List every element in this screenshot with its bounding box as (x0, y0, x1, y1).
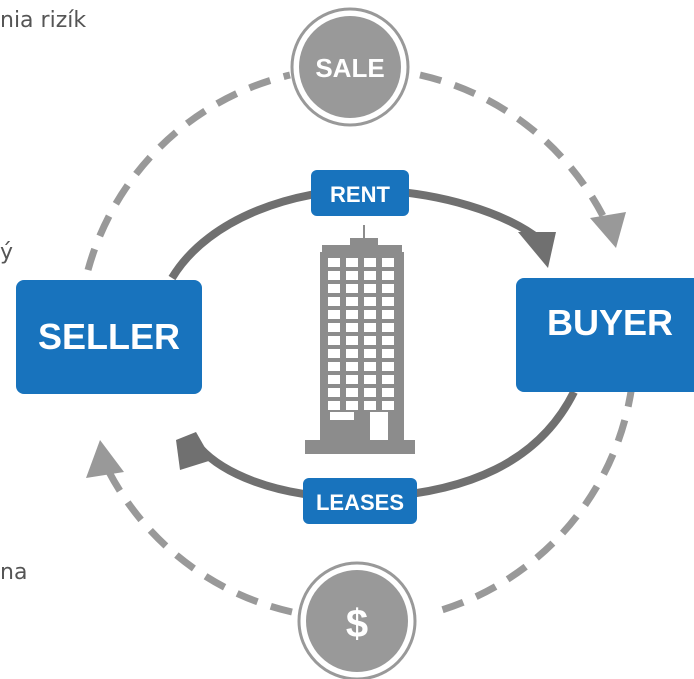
building-window (382, 362, 394, 371)
building-window (328, 271, 340, 280)
building-window (382, 401, 394, 410)
rent-label: RENT (330, 182, 390, 207)
dollar-icon: $ (346, 602, 368, 646)
building-window (382, 388, 394, 397)
dashed-arc-buyer-to-payment (434, 384, 636, 616)
building-window (328, 310, 340, 319)
building-window (346, 310, 358, 319)
building-window (364, 284, 376, 293)
building-window (346, 388, 358, 397)
building-window (346, 375, 358, 384)
payment-circle: $ (297, 561, 417, 679)
building-window (364, 297, 376, 306)
building-window (328, 349, 340, 358)
building-window (328, 336, 340, 345)
building-window (346, 284, 358, 293)
buyer-label: BUYER (547, 302, 673, 343)
building-window (364, 375, 376, 384)
building-window (364, 271, 376, 280)
leases-tag: LEASES (303, 478, 417, 524)
building-window (328, 375, 340, 384)
building-window (364, 323, 376, 332)
building-window (364, 349, 376, 358)
building-window (328, 284, 340, 293)
dashed-arrowhead-to-buyer (590, 212, 626, 248)
building-window (346, 349, 358, 358)
text-fragment-bottom: na (0, 560, 28, 585)
dashed-arc-seller-to-sale (84, 71, 291, 271)
sale-circle: SALE (290, 7, 410, 127)
building-window (346, 297, 358, 306)
dashed-arrowhead-to-seller (86, 440, 124, 478)
building-window (346, 401, 358, 410)
building-window (346, 271, 358, 280)
leases-arrowhead (176, 432, 212, 470)
building-window (346, 362, 358, 371)
building-window (382, 297, 394, 306)
building-window (382, 258, 394, 267)
building-window (346, 336, 358, 345)
building-window (382, 336, 394, 345)
text-fragment-middle: ý (0, 240, 14, 265)
building-window (346, 258, 358, 267)
building-window (328, 323, 340, 332)
seller-label: SELLER (38, 316, 180, 357)
building-window (382, 284, 394, 293)
building-window (382, 349, 394, 358)
building-window (382, 323, 394, 332)
building-window (346, 323, 358, 332)
outer-dashed-cycle (84, 71, 636, 616)
building-window (364, 362, 376, 371)
seller-box: SELLER (16, 280, 202, 394)
dashed-arc-sale-to-buyer (419, 71, 616, 237)
building-window (382, 375, 394, 384)
building-window (364, 310, 376, 319)
building-window (328, 401, 340, 410)
buyer-box: BUYER (516, 278, 694, 392)
building-window (364, 258, 376, 267)
building-window (328, 388, 340, 397)
text-fragment-top: nia rizík (0, 8, 87, 33)
building-window (382, 271, 394, 280)
building-window (364, 388, 376, 397)
sale-label: SALE (315, 53, 384, 83)
building-icon (305, 225, 415, 454)
building-window (328, 297, 340, 306)
building-window (328, 258, 340, 267)
building-window (364, 336, 376, 345)
leases-label: LEASES (316, 490, 404, 515)
dashed-arc-payment-to-seller (104, 468, 293, 616)
building-window (328, 362, 340, 371)
building-window (364, 401, 376, 410)
rent-tag: RENT (311, 170, 409, 216)
building-window (382, 310, 394, 319)
rent-arrowhead (518, 232, 556, 268)
